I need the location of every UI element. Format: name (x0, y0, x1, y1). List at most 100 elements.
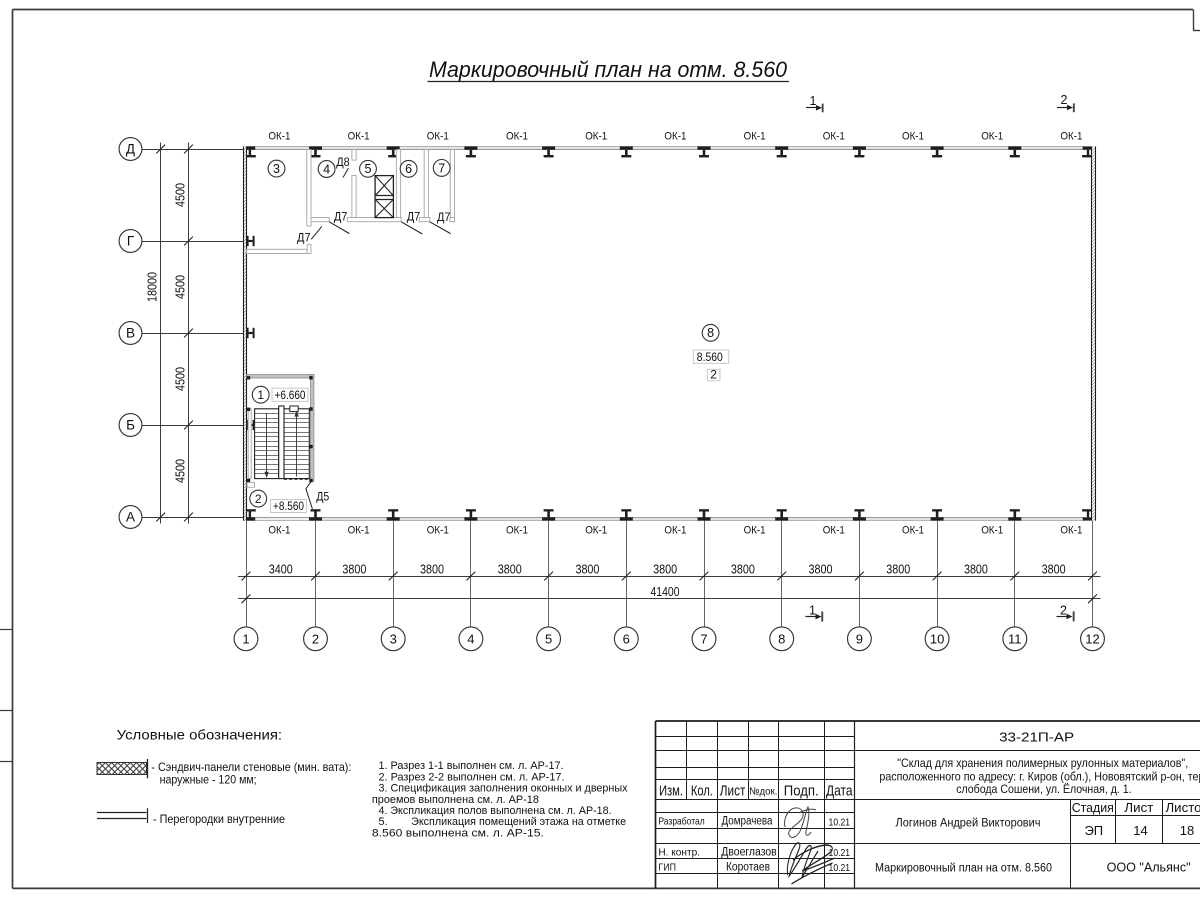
svg-text:11: 11 (1008, 632, 1022, 647)
svg-text:10: 10 (930, 632, 944, 647)
svg-text:3: 3 (273, 162, 280, 176)
svg-text:Домрачева: Домрачева (722, 816, 774, 828)
svg-text:9: 9 (856, 632, 863, 647)
svg-text:ОК-1: ОК-1 (506, 130, 528, 142)
svg-text:4. Экспликация полов выполнена: 4. Экспликация полов выполнена см. л. АР… (379, 805, 612, 817)
svg-text:ОК-1: ОК-1 (348, 525, 370, 537)
svg-text:Коротаев: Коротаев (726, 861, 770, 873)
svg-text:Лист: Лист (720, 782, 746, 799)
svg-text:33-21П-АР: 33-21П-АР (999, 729, 1074, 744)
svg-text:Экспликация помещений этажа на: Экспликация помещений этажа на отметке (411, 816, 626, 828)
svg-text:10.21: 10.21 (829, 862, 851, 874)
svg-text:5: 5 (545, 632, 552, 647)
svg-text:- Сэндвич-панели стеновые (мин: - Сэндвич-панели стеновые (мин. вата): (151, 760, 351, 774)
svg-text:ОК-1: ОК-1 (506, 525, 528, 537)
svg-text:расположенного по адресу: г. К: расположенного по адресу: г. Киров (обл.… (879, 769, 1200, 783)
svg-text:1. Разрез 1-1 выполнен см. л.: 1. Разрез 1-1 выполнен см. л. АР-17. (379, 760, 564, 772)
svg-text:Д7: Д7 (297, 233, 311, 245)
svg-text:ОК-1: ОК-1 (1060, 130, 1082, 142)
svg-text:Д: Д (126, 142, 135, 157)
svg-text:ОК-1: ОК-1 (823, 130, 845, 142)
svg-text:+6.660: +6.660 (275, 388, 306, 402)
svg-text:ОК-1: ОК-1 (981, 130, 1003, 142)
svg-text:3800: 3800 (809, 562, 833, 576)
svg-text:3400: 3400 (269, 562, 293, 576)
svg-text:2. Разрез 2-2 выполнен см. л.: 2. Разрез 2-2 выполнен см. л. АР-17. (379, 771, 565, 783)
svg-text:12: 12 (1085, 632, 1099, 647)
svg-text:Лист: Лист (1124, 801, 1153, 815)
svg-text:Д8: Д8 (336, 157, 350, 169)
svg-text:ООО "Альянс": ООО "Альянс" (1107, 861, 1191, 875)
svg-text:1: 1 (257, 388, 264, 402)
svg-text:2: 2 (312, 632, 319, 647)
svg-text:8.560 выполнена см. л. АР-15.: 8.560 выполнена см. л. АР-15. (372, 827, 544, 839)
svg-text:3. Спецификация заполнения око: 3. Спецификация заполнения оконных и две… (379, 783, 628, 795)
svg-text:14: 14 (1133, 823, 1147, 838)
svg-text:наружные - 120 мм;: наружные - 120 мм; (160, 773, 257, 787)
svg-text:ОК-1: ОК-1 (268, 130, 290, 142)
svg-text:6: 6 (405, 162, 412, 176)
svg-text:1: 1 (810, 94, 817, 108)
svg-text:Стадия: Стадия (1072, 801, 1114, 815)
svg-text:А: А (126, 510, 135, 525)
svg-text:4500: 4500 (174, 275, 188, 299)
svg-text:5: 5 (365, 162, 372, 176)
svg-text:Д5: Д5 (316, 491, 329, 503)
svg-text:ОК-1: ОК-1 (268, 525, 290, 537)
svg-text:2: 2 (710, 368, 717, 382)
svg-text:3: 3 (390, 632, 397, 647)
svg-text:Д7: Д7 (437, 212, 451, 224)
svg-text:Н. контр.: Н. контр. (658, 846, 700, 858)
svg-text:7: 7 (438, 161, 445, 175)
svg-text:слобода Сошени, ул. Ёлочная, д: слобода Сошени, ул. Ёлочная, д. 1. (956, 782, 1131, 796)
svg-text:Разработал: Разработал (658, 816, 704, 828)
svg-text:1: 1 (242, 632, 249, 647)
svg-text:№док.: №док. (749, 785, 777, 797)
svg-text:Г: Г (127, 234, 135, 249)
svg-text:- Перегородки внутренние: - Перегородки внутренние (153, 812, 285, 826)
svg-text:ОК-1: ОК-1 (427, 525, 449, 537)
svg-text:8: 8 (707, 326, 714, 340)
svg-text:41400: 41400 (651, 585, 680, 599)
svg-text:Дата: Дата (826, 782, 853, 799)
svg-text:ОК-1: ОК-1 (981, 525, 1003, 537)
svg-text:3800: 3800 (731, 562, 755, 576)
svg-text:7: 7 (700, 632, 707, 647)
svg-text:Д7: Д7 (334, 211, 348, 223)
svg-text:8.560: 8.560 (697, 350, 723, 364)
svg-text:Подп.: Подп. (784, 782, 819, 799)
svg-text:3800: 3800 (1042, 562, 1066, 576)
svg-text:ОК-1: ОК-1 (348, 130, 370, 142)
svg-text:3800: 3800 (964, 562, 988, 576)
svg-text:Двоеглазов: Двоеглазов (721, 846, 776, 858)
svg-text:10.21: 10.21 (829, 847, 851, 859)
svg-text:10.21: 10.21 (829, 816, 851, 828)
svg-text:Д7: Д7 (407, 212, 421, 224)
svg-text:ОК-1: ОК-1 (664, 525, 686, 537)
svg-text:3800: 3800 (498, 562, 522, 576)
svg-text:Маркировочный план на отм. 8.5: Маркировочный план на отм. 8.560 (875, 862, 1052, 874)
svg-text:ОК-1: ОК-1 (664, 130, 686, 142)
svg-text:"Склад для хранения полимерных: "Склад для хранения полимерных рулонных … (897, 756, 1188, 770)
svg-text:ОК-1: ОК-1 (585, 130, 607, 142)
svg-text:3800: 3800 (420, 562, 444, 576)
svg-text:6: 6 (623, 632, 630, 647)
svg-text:2: 2 (1061, 93, 1068, 107)
svg-text:1: 1 (809, 604, 816, 618)
svg-text:3800: 3800 (342, 562, 366, 576)
svg-text:Условные обозначения:: Условные обозначения: (117, 727, 283, 743)
svg-text:ОК-1: ОК-1 (744, 130, 766, 142)
svg-text:3800: 3800 (653, 562, 677, 576)
svg-text:5.: 5. (379, 816, 388, 828)
svg-text:4: 4 (467, 632, 474, 647)
svg-text:Логинов Андрей Викторович: Логинов Андрей Викторович (896, 817, 1041, 829)
svg-text:4: 4 (323, 162, 330, 176)
svg-text:ОК-1: ОК-1 (427, 130, 449, 142)
svg-text:18: 18 (1180, 823, 1194, 838)
svg-text:18000: 18000 (146, 272, 160, 302)
svg-text:ОК-1: ОК-1 (902, 525, 924, 537)
svg-text:проемов выполнена см. л. АР-18: проемов выполнена см. л. АР-18 (372, 794, 539, 806)
svg-text:8: 8 (778, 632, 785, 647)
svg-text:Листов: Листов (1166, 801, 1200, 815)
svg-text:ОК-1: ОК-1 (1060, 525, 1082, 537)
